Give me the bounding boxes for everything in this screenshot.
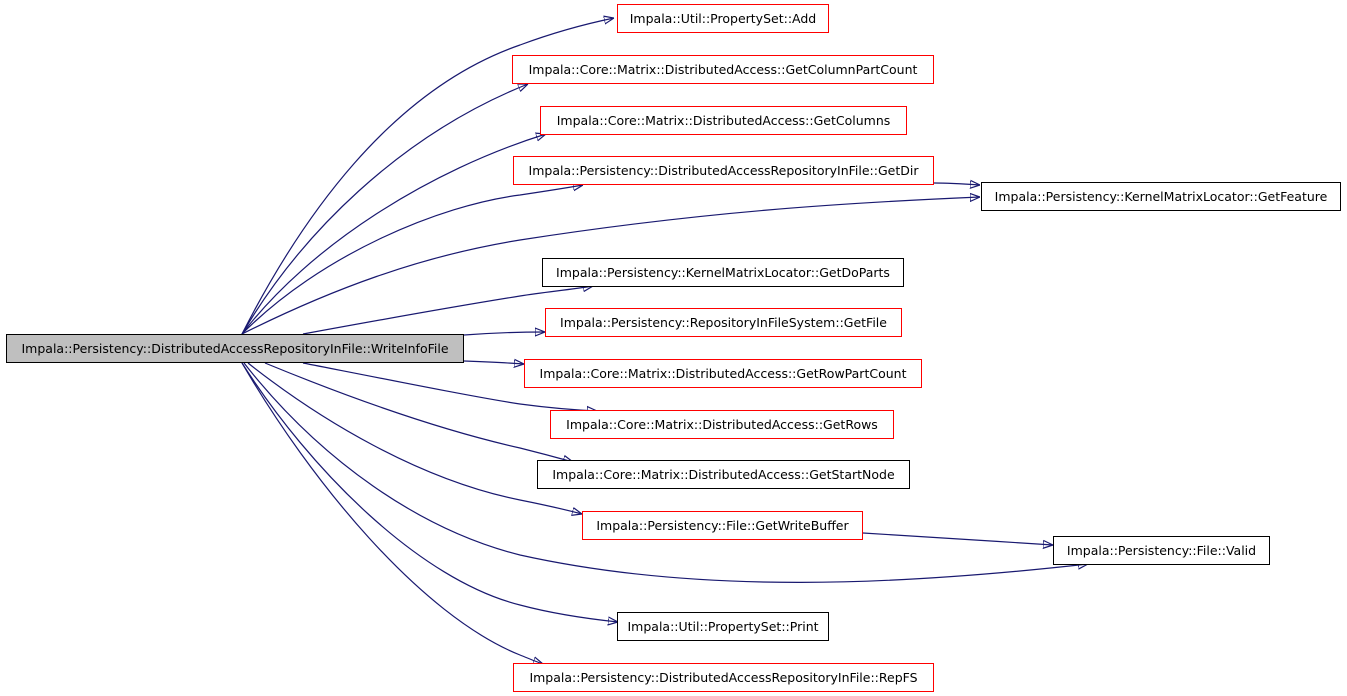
- edge-write-info-file-to-get-feature: [241, 197, 980, 335]
- node-get-file[interactable]: Impala::Persistency::RepositoryInFileSys…: [545, 308, 902, 337]
- node-get-do-parts[interactable]: Impala::Persistency::KernelMatrixLocator…: [542, 258, 904, 287]
- node-get-dir[interactable]: Impala::Persistency::DistributedAccessRe…: [513, 156, 934, 185]
- node-get-feature[interactable]: Impala::Persistency::KernelMatrixLocator…: [981, 182, 1341, 211]
- node-add[interactable]: Impala::Util::PropertySet::Add: [617, 4, 829, 33]
- edge-write-info-file-to-get-columns: [241, 134, 546, 335]
- edge-get-write-buffer-to-valid: [862, 532, 1053, 545]
- edge-write-info-file-to-get-column-part-count: [241, 84, 528, 335]
- node-get-write-buffer[interactable]: Impala::Persistency::File::GetWriteBuffe…: [582, 511, 863, 540]
- edge-write-info-file-to-get-dir: [241, 185, 583, 335]
- edge-write-info-file-to-get-write-buffer: [247, 362, 582, 514]
- edge-write-info-file-to-get-do-parts: [302, 286, 593, 335]
- edge-write-info-file-to-print: [241, 362, 618, 622]
- edge-write-info-file-to-valid: [243, 362, 1088, 583]
- edge-write-info-file-to-rep-fs: [241, 362, 543, 664]
- node-print[interactable]: Impala::Util::PropertySet::Print: [617, 612, 829, 641]
- node-get-columns[interactable]: Impala::Core::Matrix::DistributedAccess:…: [540, 106, 907, 135]
- edge-get-dir-to-get-feature: [933, 183, 980, 185]
- edge-write-info-file-to-get-start-node: [264, 362, 573, 462]
- edge-write-info-file-to-get-row-part-count: [463, 361, 524, 364]
- node-get-start-node[interactable]: Impala::Core::Matrix::DistributedAccess:…: [537, 460, 910, 489]
- node-rep-fs[interactable]: Impala::Persistency::DistributedAccessRe…: [513, 663, 934, 692]
- edge-write-info-file-to-add: [241, 18, 614, 335]
- node-get-row-part-count[interactable]: Impala::Core::Matrix::DistributedAccess:…: [524, 359, 922, 388]
- edge-write-info-file-to-get-rows: [302, 362, 597, 411]
- node-write-info-file: Impala::Persistency::DistributedAccessRe…: [6, 334, 464, 363]
- node-valid[interactable]: Impala::Persistency::File::Valid: [1053, 536, 1270, 565]
- edge-write-info-file-to-get-file: [463, 332, 545, 335]
- node-get-column-part-count[interactable]: Impala::Core::Matrix::DistributedAccess:…: [512, 55, 934, 84]
- node-get-rows[interactable]: Impala::Core::Matrix::DistributedAccess:…: [550, 410, 894, 439]
